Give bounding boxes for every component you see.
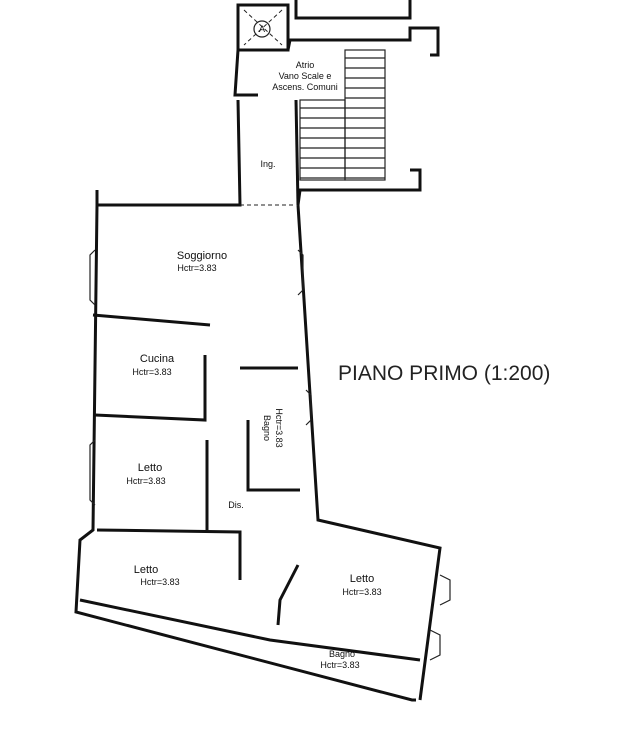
room-soggiorno-label: Soggiorno bbox=[177, 250, 227, 262]
common-area-label: Atrio Vano Scale e Ascens. Comuni bbox=[272, 60, 338, 92]
room-cucina-label: Cucina bbox=[140, 353, 175, 365]
common-area-line-3: Ascens. Comuni bbox=[272, 82, 338, 92]
common-area-line-1: Atrio bbox=[296, 60, 315, 70]
room-letto-2-label: Letto bbox=[134, 564, 158, 576]
common-area-line-2: Vano Scale e bbox=[279, 71, 332, 81]
elevator-shaft: A bbox=[236, 3, 290, 52]
plan-title: PIANO PRIMO (1:200) bbox=[338, 362, 550, 385]
room-letto-3-label: Letto bbox=[350, 573, 374, 585]
room-ingresso-label: Ing. bbox=[260, 159, 275, 169]
room-cucina-height: Hctr=3.83 bbox=[132, 367, 171, 377]
room-bagno-2-height: Hctr=3.83 bbox=[320, 660, 359, 670]
room-letto-1-height: Hctr=3.83 bbox=[126, 476, 165, 486]
room-letto-3-height: Hctr=3.83 bbox=[342, 587, 381, 597]
room-soggiorno-height: Hctr=3.83 bbox=[177, 263, 216, 273]
room-bagno-2-label: Bagno bbox=[329, 649, 355, 659]
room-letto-1-label: Letto bbox=[138, 462, 162, 474]
staircase bbox=[299, 49, 386, 181]
room-bagno-1-height: Hctr=3.83 bbox=[274, 408, 284, 447]
room-letto-2-height: Hctr=3.83 bbox=[140, 577, 179, 587]
elevator-mark: A bbox=[259, 24, 265, 34]
apartment-walls bbox=[74, 204, 451, 702]
room-disimpegno-label: Dis. bbox=[228, 500, 244, 510]
common-area-walls bbox=[95, 0, 440, 207]
room-bagno-1-label: Bagno bbox=[262, 415, 272, 441]
